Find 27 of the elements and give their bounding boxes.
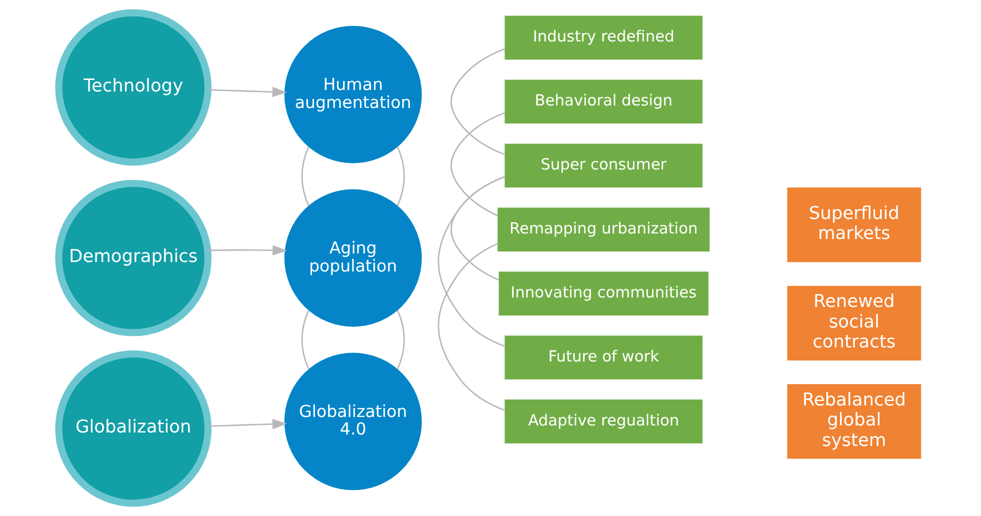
- connector: [301, 310, 310, 370]
- node-circle: Human augmentation: [284, 26, 422, 164]
- connector: [438, 242, 506, 412]
- node-box: Industry redefined: [504, 16, 703, 60]
- node-box: Renewed social contracts: [784, 283, 924, 363]
- connector: [396, 310, 405, 370]
- connector: [438, 176, 506, 348]
- connector: [450, 48, 506, 156]
- node-circle: Demographics: [55, 180, 212, 336]
- arrow: [208, 418, 288, 430]
- node-box: Behavioral design: [504, 80, 703, 124]
- connector: [396, 146, 405, 206]
- node-box: Innovating communities: [498, 272, 708, 316]
- connector: [450, 112, 506, 216]
- node-box: Remapping urbanization: [498, 208, 710, 252]
- node-box: Rebalanced global system: [784, 382, 924, 462]
- node-circle: Globalization 4.0: [284, 352, 422, 490]
- node-circle: Aging population: [284, 189, 422, 327]
- node-box: Future of work: [504, 336, 703, 380]
- node-box: Superfluid markets: [784, 185, 924, 265]
- arrow: [208, 245, 288, 256]
- connector: [301, 146, 310, 206]
- node-box: Super consumer: [504, 144, 703, 188]
- node-circle: Technology: [55, 9, 212, 166]
- node-circle: Globalization: [55, 350, 212, 507]
- arrow: [208, 86, 288, 98]
- node-box: Adaptive regualtion: [504, 400, 703, 444]
